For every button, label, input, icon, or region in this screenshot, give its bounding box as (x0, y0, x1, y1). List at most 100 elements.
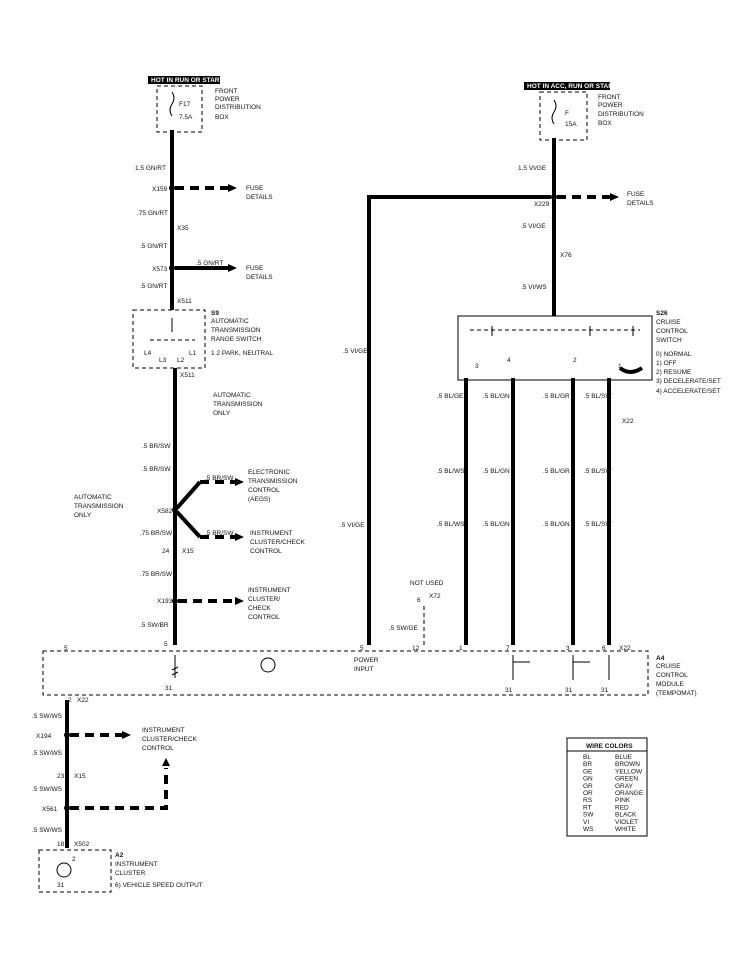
s26-wire-mid-0: .5 BL/WS (437, 468, 465, 475)
center-out-1-diag (175, 480, 202, 510)
left-splice-2: X573 (152, 266, 168, 273)
a4-ground-3: 31 (601, 687, 609, 694)
center-wire-4: .75 BR/SW (140, 571, 173, 578)
wire-color-name: RED (615, 804, 629, 811)
center-out-3-label-0: INSTRUMENT (248, 587, 291, 594)
right-wire-2: .5 VI/GE (521, 223, 546, 230)
a4-ground-2: 31 (565, 687, 573, 694)
a4-pin-5: 5 (64, 645, 68, 652)
center-wire-2: .5 BR/SW (142, 466, 171, 473)
a4-power-input-1: INPUT (354, 666, 374, 673)
center-out-1-arrow (235, 478, 244, 486)
center-out-3-label-2: CHECK (248, 605, 271, 612)
s9-note-below-2: ONLY (213, 410, 231, 417)
not-used-pin: 6 (417, 597, 421, 604)
s26-pos-2: 2) RESUME (656, 369, 692, 376)
center-out-1-label-0: ELECTRONIC (248, 469, 290, 476)
center-out-2-arrow (235, 533, 244, 541)
s9-label-1: TRANSMISSION (211, 327, 261, 334)
center-out-2-label-1: CLUSTER/CHECK (250, 539, 306, 546)
bottom-loop-wire (70, 768, 168, 810)
s26-wire-low-2: .5 BL/GN (543, 521, 570, 528)
wire-color-code: WS (583, 826, 594, 833)
s26-wire-low-0: .5 BL/WS (437, 521, 465, 528)
left-power-header: HOT IN RUN OR START (151, 77, 223, 84)
left-fuse-box (156, 85, 203, 133)
s26-label-2: SWITCH (656, 337, 682, 344)
center-splice: X582 (157, 508, 173, 515)
wire-color-name: YELLOW (615, 768, 643, 775)
s26-pin-2: 2 (573, 357, 577, 364)
wire-color-code: BR (583, 761, 592, 768)
left-splice-1: X159 (152, 186, 168, 193)
s26-wire-low-1: .5 BL/GN (483, 521, 510, 528)
wire-color-code: SW (583, 812, 594, 819)
center-out-1-wire-label: .5 BR/SW (205, 475, 234, 482)
left-wire-2: .75 GN/RT (137, 210, 168, 217)
center-out-2-label-0: INSTRUMENT (250, 530, 293, 537)
center-side-note-1: TRANSMISSION (74, 503, 124, 510)
a4-pin-6: 2 (68, 697, 72, 704)
a4-pin-1: 1 (459, 645, 463, 652)
s26-wire-top-2: .5 BL/GR (543, 393, 570, 400)
center-out-2-label-2: CONTROL (250, 548, 282, 555)
bottom-conn-4: X502 (74, 841, 90, 848)
right-long-wire (367, 195, 551, 645)
wire-color-code: GE (583, 768, 593, 775)
center-out-2-diag (175, 510, 202, 539)
left-fuse-details-2-arrow (228, 264, 237, 272)
center-splice-dot (172, 507, 178, 513)
not-used-wire-label: .5 SW/GE (389, 625, 419, 632)
center-wire-1: .5 BR/SW (142, 443, 171, 450)
s26-label-1: CONTROL (656, 328, 688, 335)
bottom-pin-4: 18 (57, 841, 65, 848)
bottom-conn-2: X15 (74, 773, 86, 780)
a2-id: A2 (115, 852, 124, 859)
wire-color-code: RS (583, 797, 593, 804)
a4-label-2: MODULE (656, 681, 684, 688)
s9-label-2: RANGE SWITCH (211, 336, 262, 343)
wire-color-name: VIOLET (615, 819, 638, 826)
bottom-out-label-2: CONTROL (142, 745, 174, 752)
left-box-label-1: POWER (215, 96, 240, 103)
s9-note-below-0: AUTOMATIC (213, 392, 251, 399)
center-pin: 24 (162, 548, 170, 555)
left-conn-2: X511 (177, 298, 192, 305)
s9-contact-1: L3 (159, 357, 167, 364)
s26-pos-4: 4) ACCELERATE/SET (656, 388, 721, 395)
a2-note: 6) VEHICLE SPEED OUTPUT (115, 882, 203, 889)
wire-colors-title: WIRE COLORS (586, 743, 633, 750)
right-power-header: HOT IN ACC, RUN OR START (527, 83, 617, 90)
a2-pin-1: 31 (57, 882, 65, 889)
left-fuse-details-2-a: FUSE (246, 265, 264, 272)
s26-pin-3: 1 (618, 363, 622, 370)
right-fuse-rating: 15A (565, 121, 577, 128)
center-out-3-label-1: CLUSTER/ (248, 596, 280, 603)
bottom-splice-dot (64, 732, 70, 738)
left-fuse-details-1-a: FUSE (246, 185, 264, 192)
a4-label-0: CRUISE (656, 663, 681, 670)
a4-pin-4: 6 (602, 645, 606, 652)
a4-module-box (42, 650, 649, 696)
s26-pos-3: 3) DECELERATE/SET (656, 378, 721, 385)
left-fuse-rating: 7.5A (179, 114, 193, 121)
s9-contact-0: L4 (144, 350, 152, 357)
a2-transistor-icon (56, 862, 72, 878)
wire-color-name: BLUE (615, 754, 633, 761)
left-wire-4: .5 GN/RT (196, 260, 223, 267)
center-splice-2: X193 (157, 598, 173, 605)
right-fuse-symbol (551, 99, 557, 125)
s9-note: 1 2 PARK, NEUTRAL (211, 350, 273, 357)
right-wire-3: .5 VI/WS (521, 284, 547, 291)
center-out-1-label-2: CONTROL (248, 487, 280, 494)
right-fuse-box (539, 91, 588, 141)
bottom-out-label-1: CLUSTER/CHECK (142, 736, 198, 743)
bottom-conn-top: X22 (77, 697, 89, 704)
center-wire-3: .75 BR/SW (140, 530, 173, 537)
right-conn: X76 (560, 252, 572, 259)
bottom-splice-2: X561 (42, 806, 58, 813)
wire-color-code: GR (583, 783, 593, 790)
s26-switch-box (457, 315, 653, 381)
right-fuse-details-b: DETAILS (627, 200, 654, 207)
